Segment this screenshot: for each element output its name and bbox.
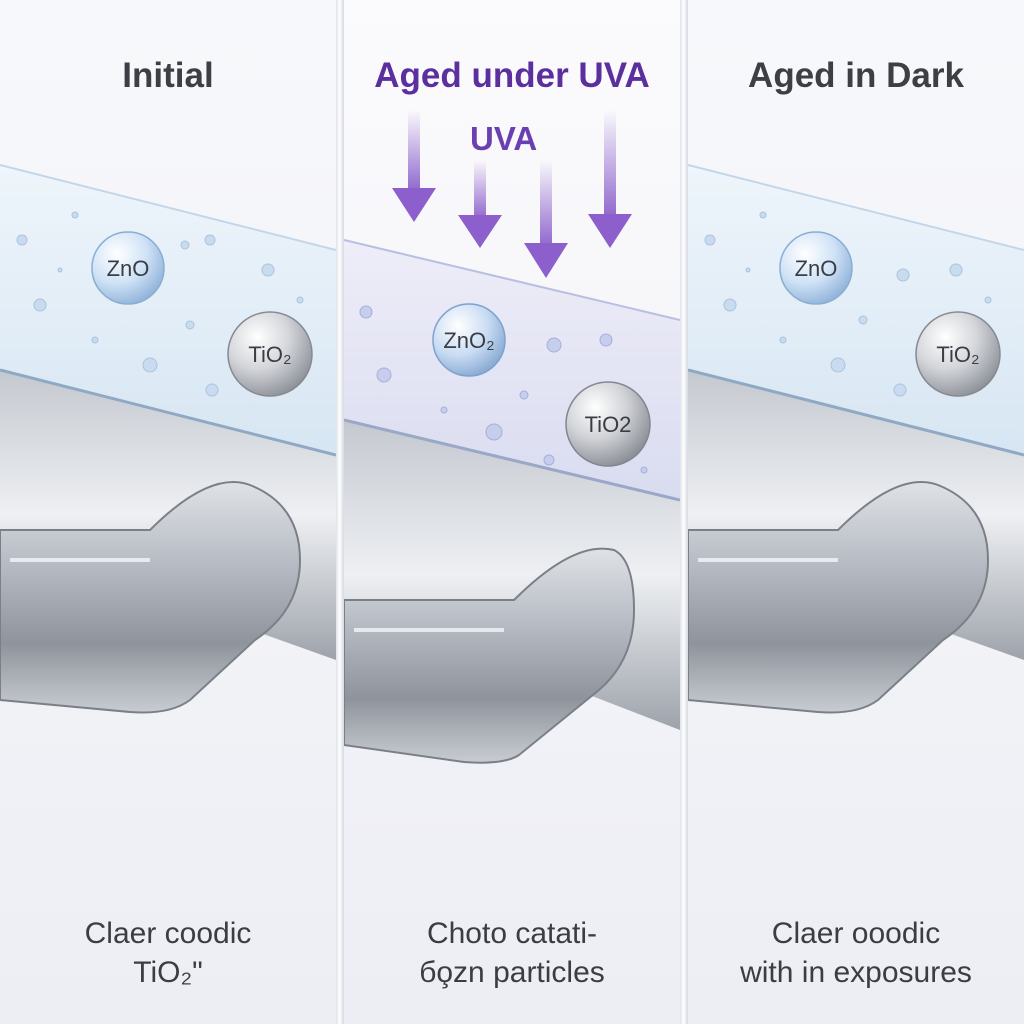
caption-line-1: Choto catati- <box>426 917 598 950</box>
caption-line-1: Claer ooodic <box>771 917 941 950</box>
panel-caption: Claer coodic TiO₂" <box>0 914 336 992</box>
zno-particle <box>91 231 165 305</box>
panel-aged-dark: ZnO TiO₂ Aged in Dark Claer ooodic with … <box>688 0 1024 1024</box>
panel-caption: Choto catati- бo̧zn particles <box>344 914 680 992</box>
zno-label: ZnO <box>107 256 150 281</box>
caption-line-1: Claer coodic <box>84 917 252 950</box>
panel-illustration: ZnO TiO₂ <box>688 164 1024 714</box>
panel-aged-uva: ZnO₂ TiO2 Aged under UVA UVA Choto catat… <box>344 0 680 1024</box>
tio2-label: TiO₂ <box>248 342 291 367</box>
uva-arrows <box>392 110 632 278</box>
caption-line-2: бo̧zn particles <box>419 956 605 989</box>
tio2-label: TiO₂ <box>936 342 979 367</box>
zno-label: ZnO <box>795 256 838 281</box>
caption-line-2: with in exposures <box>740 956 972 989</box>
zno-particle <box>432 303 506 377</box>
panel-title: Aged under UVA <box>374 56 650 95</box>
uva-label: UVA <box>470 120 538 157</box>
panel-divider <box>336 0 344 1024</box>
caption-line-2: TiO₂" <box>133 956 203 989</box>
panel-illustration: ZnO TiO₂ <box>0 164 336 714</box>
tio2-particle <box>565 381 651 467</box>
handle-bar <box>0 481 302 714</box>
tio2-particle <box>227 311 313 397</box>
panel-divider <box>680 0 688 1024</box>
coating-bubbles <box>704 211 992 397</box>
tio2-particle <box>915 311 1001 397</box>
panel-illustration: ZnO₂ TiO2 <box>344 110 680 764</box>
coating-bubbles <box>359 305 648 474</box>
handle-bar <box>344 547 636 764</box>
panel-initial: ZnO TiO₂ Initial Claer coodic TiO₂" <box>0 0 336 1024</box>
panel-caption: Claer ooodic with in exposures <box>688 914 1024 992</box>
zno-label: ZnO₂ <box>443 328 494 353</box>
coating-bubbles <box>16 211 304 397</box>
panel-title: Initial <box>122 56 214 95</box>
handle-bar <box>688 481 990 714</box>
panel-title: Aged in Dark <box>748 56 964 95</box>
tio2-label: TiO2 <box>585 412 632 437</box>
zno-particle <box>779 231 853 305</box>
